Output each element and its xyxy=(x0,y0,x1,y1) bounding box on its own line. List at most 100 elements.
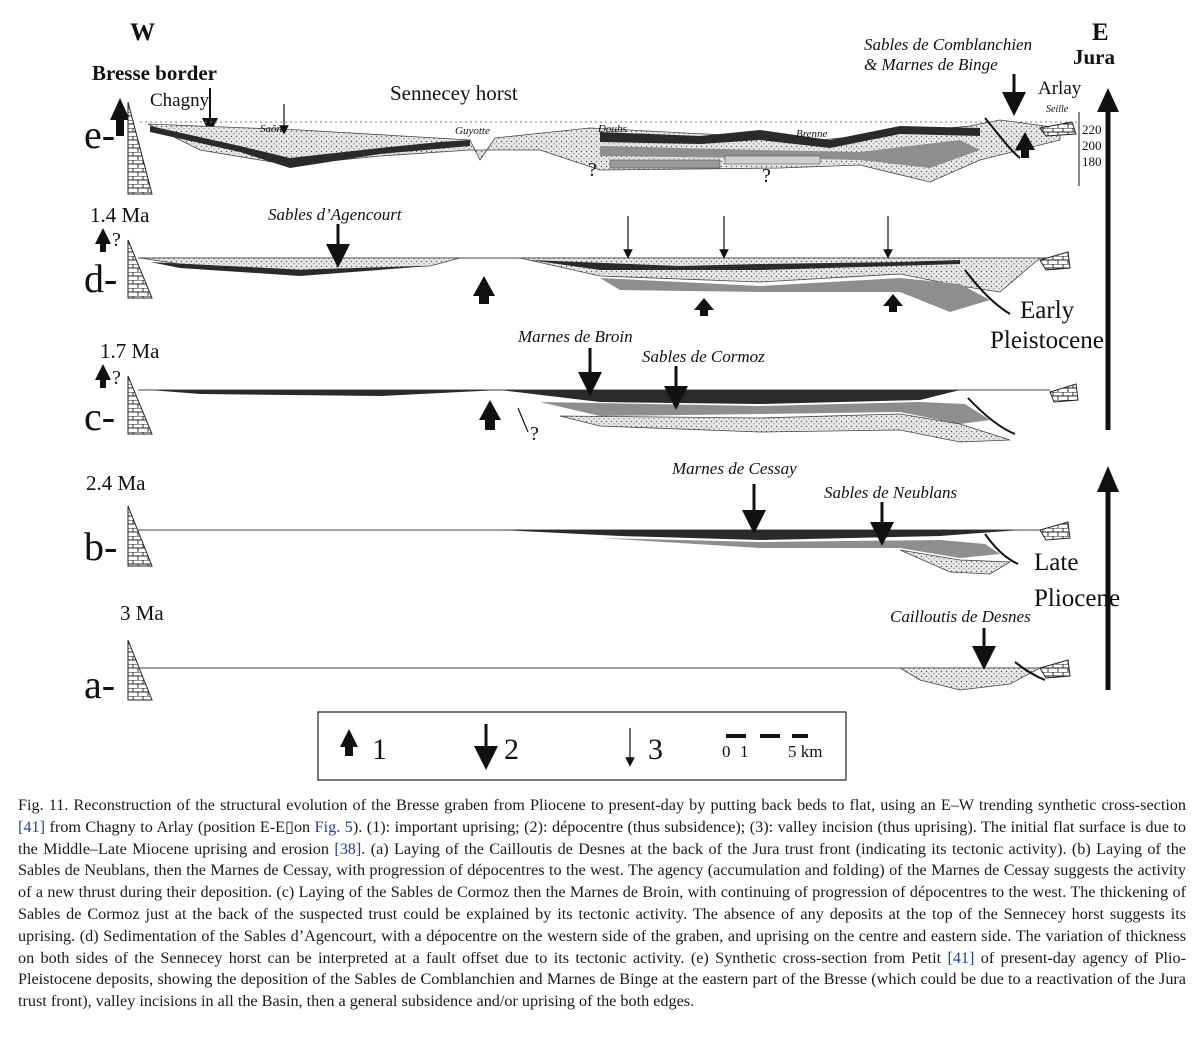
panel-c-label: c- xyxy=(84,394,115,439)
uprising-arrow-icon xyxy=(340,729,358,756)
agencourt-label: Sables d’Agencourt xyxy=(268,205,403,224)
caption-text: of present-day agency of Plio-Pleistocen… xyxy=(18,948,1187,1011)
broin-marl-thin-west xyxy=(150,390,500,396)
uprising-arrow-icon xyxy=(479,400,501,430)
reference-link[interactable]: [38] xyxy=(334,839,362,858)
neublans-label: Sables de Neublans xyxy=(824,483,958,502)
jura-thrust-fault xyxy=(967,397,1016,435)
arlay-label: Arlay xyxy=(1038,78,1082,99)
elevation-220: 220 xyxy=(1082,122,1102,137)
west-limestone-wedge xyxy=(127,505,153,567)
caption-text: on xyxy=(293,817,315,836)
panel-b-label: b- xyxy=(84,524,117,569)
legend-item-2: 2 xyxy=(504,733,519,766)
fault-offset-arrow xyxy=(517,407,529,433)
jura-thrust-fault xyxy=(984,533,1019,565)
marl-layer-west xyxy=(150,126,470,168)
figure-number: Fig. 11. xyxy=(18,796,69,814)
lower-sand-deposits xyxy=(559,413,1011,443)
broin-label: Marnes de Broin xyxy=(517,327,633,346)
pleistocene-label: Pleistocene xyxy=(990,327,1104,354)
jura-limestone-block xyxy=(1039,121,1077,137)
uprising-arrow-icon xyxy=(95,228,111,252)
panel-e-label: e- xyxy=(84,112,115,157)
question-mark: ? xyxy=(112,367,121,389)
panel-a-label: a- xyxy=(84,662,115,707)
elevation-200: 200 xyxy=(1082,138,1102,153)
scale-one: 1 xyxy=(740,742,749,761)
broin-marl-layer xyxy=(500,390,960,404)
question-mark: ? xyxy=(112,229,121,251)
jura-thrust-fault xyxy=(1014,661,1046,681)
jura-thrust-fault xyxy=(964,269,1011,315)
brenne-label: Brenne xyxy=(796,128,827,140)
sennecey-horst-label: Sennecey horst xyxy=(390,81,518,105)
question-mark: ? xyxy=(588,159,597,181)
uprising-arrow-icon xyxy=(110,98,130,136)
question-mark: ? xyxy=(762,165,771,187)
saone-label: Saône xyxy=(260,123,287,135)
guyotte-label: Guyotte xyxy=(455,125,490,137)
lower-sand-deposits xyxy=(899,549,1012,575)
panel-b: 2.4 Ma b- Marnes de Cessay Sables de Neu… xyxy=(84,459,1120,612)
pliocene-arrowhead-icon xyxy=(1097,466,1119,492)
legend-item-3: 3 xyxy=(648,733,663,766)
caption-text: ). (1): important uprising; (2): dépocen… xyxy=(18,817,1186,858)
panel-c-age: 1.7 Ma xyxy=(100,339,160,363)
desnes-label: Cailloutis de Desnes xyxy=(890,607,1031,626)
jura-limestone-block xyxy=(1039,659,1071,679)
cormoz-sand-layer xyxy=(540,402,990,424)
west-limestone-wedge xyxy=(127,101,153,195)
uprising-arrow-icon xyxy=(694,298,714,316)
bresse-border-label: Bresse border xyxy=(92,61,217,85)
panel-b-age: 2.4 Ma xyxy=(86,471,146,495)
figure-link[interactable]: Fig. 5 xyxy=(314,817,353,836)
panel-a: 3 Ma a- Cailloutis de Desnes xyxy=(84,601,1071,707)
grey-sand-layer xyxy=(600,278,990,312)
west-limestone-wedge xyxy=(127,375,153,435)
seille-label: Seille xyxy=(1046,104,1069,115)
panel-d-label: d- xyxy=(84,256,117,301)
jura-limestone-block xyxy=(1039,521,1071,541)
comblanchien-label-line1: Sables de Comblanchien xyxy=(864,35,1032,54)
jura-limestone-block xyxy=(1039,251,1071,271)
east-label: E xyxy=(1092,19,1109,46)
desnes-gravel-deposit xyxy=(898,667,1041,691)
jura-label: Jura xyxy=(1073,45,1116,69)
panel-d: 1.4 Ma d- ? Sables d’Agencourt Early Ple… xyxy=(84,203,1104,354)
question-mark: ? xyxy=(530,423,539,445)
marl-layer-east xyxy=(530,260,960,270)
scale-km: 5 km xyxy=(788,742,822,761)
buried-block-right xyxy=(724,155,821,165)
marl-layer-east xyxy=(600,126,980,148)
panel-a-age: 3 Ma xyxy=(120,601,164,625)
caption-text: Reconstruction of the structural evoluti… xyxy=(68,796,1187,814)
pliocene-label: Pliocene xyxy=(1034,585,1120,612)
chagny-label: Chagny xyxy=(150,90,210,111)
cessay-marl-layer xyxy=(500,530,1020,540)
late-label: Late xyxy=(1034,549,1078,576)
early-label: Early xyxy=(1020,297,1075,324)
reference-link[interactable]: [41] xyxy=(947,948,975,967)
uprising-arrow-icon xyxy=(1015,132,1035,158)
grey-sand-layer xyxy=(600,140,980,168)
figure-caption: Fig. 11. Reconstruction of the structura… xyxy=(18,796,1187,1011)
buried-block-left xyxy=(609,159,721,169)
elevation-180: 180 xyxy=(1082,154,1102,169)
panel-e: e- Chagny ? ? Saône Sennecey horst Guyot… xyxy=(84,35,1102,195)
reference-link[interactable]: [41] xyxy=(18,817,45,836)
doubs-label: Doubs xyxy=(597,123,627,135)
jura-limestone-block xyxy=(1049,383,1079,403)
neublans-sand-layer xyxy=(600,538,1000,558)
scale-zero: 0 xyxy=(722,742,731,761)
legend: 1 2 3 0 1 5 km xyxy=(317,711,847,781)
caption-text: from Chagny to Arlay (position E-E xyxy=(44,817,286,836)
uprising-arrow-icon xyxy=(95,364,111,388)
legend-item-1: 1 xyxy=(372,733,387,766)
bresse-cross-section-figure: W Bresse border E Jura e- Chagny ? ? Saô… xyxy=(84,19,1120,781)
pleistocene-arrowhead-icon xyxy=(1097,88,1119,112)
marl-layer-west xyxy=(150,262,430,276)
legend-box xyxy=(317,711,847,781)
west-limestone-wedge xyxy=(127,639,153,701)
uprising-arrow-icon xyxy=(883,294,903,312)
